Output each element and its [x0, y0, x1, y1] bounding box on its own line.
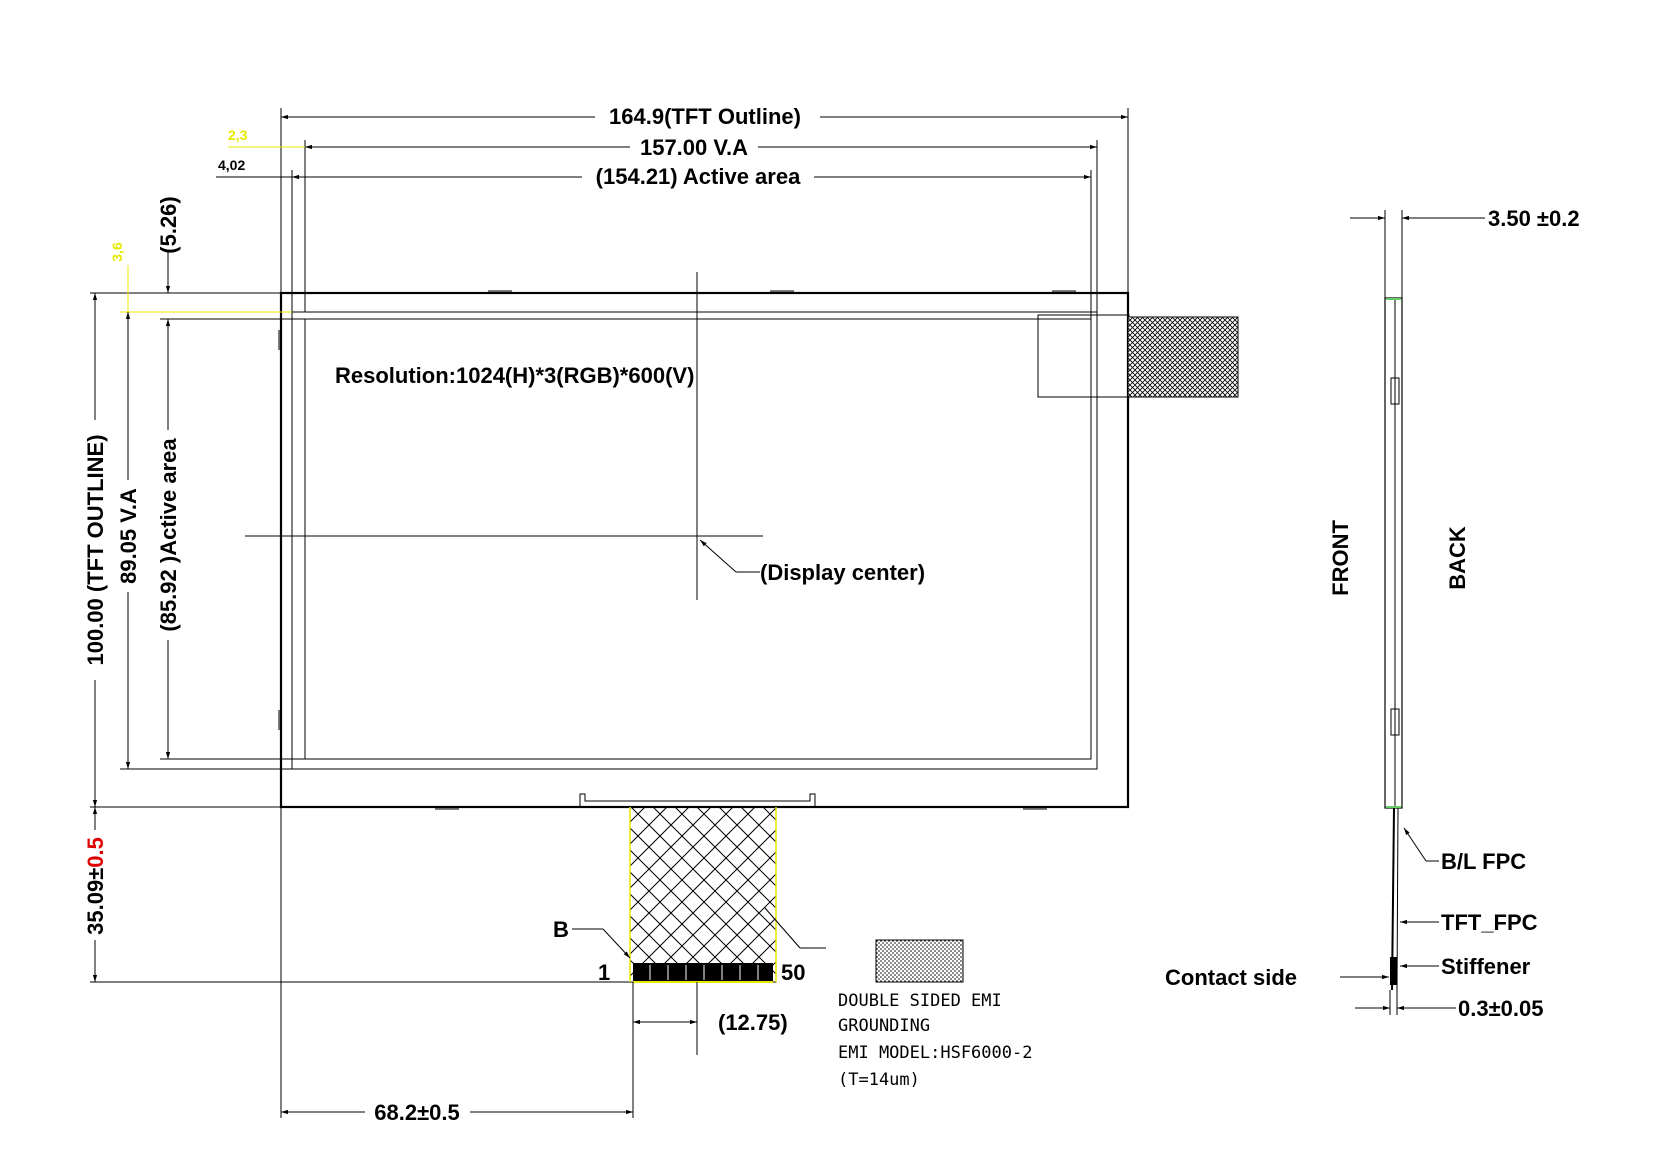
fpc-width-label: (12.75)	[718, 1010, 788, 1035]
left-extension-lines	[90, 292, 1091, 983]
pin-b-label: B	[553, 917, 569, 942]
side-clip-lower	[1390, 708, 1400, 736]
side-clip-upper	[1390, 377, 1400, 405]
offset-402-label: 4,02	[218, 157, 245, 173]
fpc-pin-separators	[649, 965, 759, 980]
outline-notches	[278, 290, 1076, 810]
fpc-length-value: 35.09±	[83, 868, 108, 935]
emi-swatch	[875, 939, 964, 983]
va-height-label: 89.05 V.A	[116, 488, 141, 584]
thickness-label: 3.50 ±0.2	[1488, 206, 1580, 231]
resolution-label: Resolution:1024(H)*3(RGB)*600(V)	[335, 363, 694, 388]
stiffener-label: Stiffener	[1441, 954, 1531, 979]
bl-fpc-tab	[1127, 316, 1239, 398]
emi-note-line1: DOUBLE SIDED EMI	[838, 991, 1002, 1011]
viewing-area	[291, 311, 1098, 770]
side-view: 3.50 ±0.2 FRONT BACK B/L FPC TFT_FPC Sti…	[1165, 206, 1580, 1021]
front-label: FRONT	[1328, 520, 1353, 596]
side-stiffener	[1390, 957, 1397, 985]
tft-fpc-body	[629, 806, 777, 983]
pin-1-label: 1	[598, 960, 610, 985]
va-width-label: 157.00 V.A	[640, 135, 748, 160]
top-extension-lines	[280, 108, 1129, 319]
fpc-stiffener-bracket	[579, 793, 816, 807]
fpc-contact-pins	[633, 963, 773, 982]
bl-fpc-label: B/L FPC	[1441, 849, 1526, 874]
offset-36-label: 3,6	[109, 242, 125, 262]
fpc-length-tolerance: 0.5	[83, 837, 108, 868]
bl-connector-outline	[1037, 314, 1130, 398]
tft-outline-height-label: 100.00 (TFT OUTLINE)	[83, 434, 108, 665]
emi-note-line4: (T=14um)	[838, 1070, 920, 1090]
emi-note-line3: EMI MODEL:HSF6000-2	[838, 1043, 1032, 1063]
active-width-label: (154.21) Active area	[596, 164, 801, 189]
pin-50-label: 50	[781, 960, 805, 985]
offset-526-label: (5.26)	[156, 196, 181, 253]
contact-side-label: Contact side	[1165, 965, 1297, 990]
emi-leader	[764, 907, 801, 949]
display-center-label: (Display center)	[760, 560, 925, 585]
offset-23-label: 2,3	[228, 127, 248, 143]
active-height-label: (85.92 )Active area	[156, 438, 181, 632]
fpc-thickness-label: 0.3±0.05	[1458, 996, 1543, 1021]
fpc-position-label: 68.2±0.5	[374, 1100, 459, 1125]
fpc-length-label: 35.09±0.5	[83, 837, 108, 935]
display-center-leader-diag	[699, 539, 737, 573]
tft-fpc-label: TFT_FPC	[1441, 910, 1538, 935]
emi-note-line2: GROUNDING	[838, 1016, 930, 1036]
back-label: BACK	[1445, 526, 1470, 590]
tft-outline-width-label: 164.9(TFT Outline)	[609, 104, 801, 129]
